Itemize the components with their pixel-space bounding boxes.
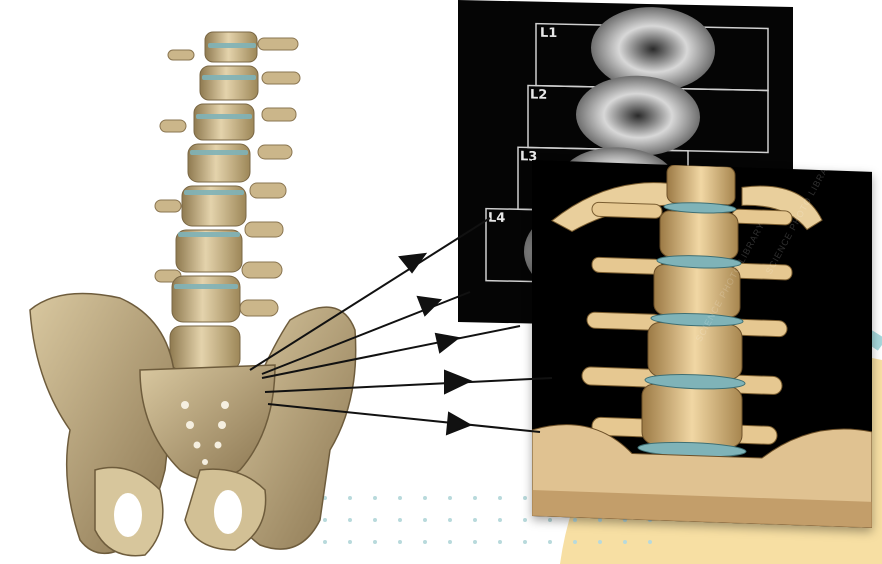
arrow-1 xyxy=(250,218,490,370)
arrow-3 xyxy=(262,326,520,378)
arrow-2 xyxy=(262,292,470,374)
arrow-4 xyxy=(265,371,552,393)
arrow-5 xyxy=(268,404,540,434)
